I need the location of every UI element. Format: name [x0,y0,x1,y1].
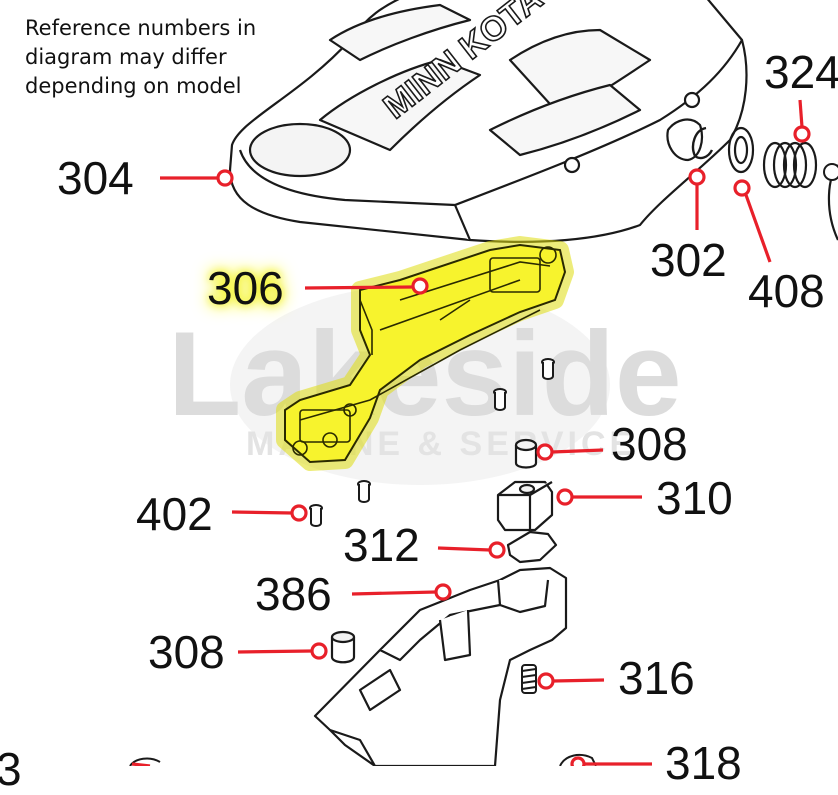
screw [357,480,371,503]
screw [493,388,507,411]
set-screw-part [521,664,537,694]
callout-316: 316 [618,652,695,704]
callout-partial: 3 [0,743,22,795]
callout-308: 308 [611,418,688,470]
bushing-part [514,438,538,469]
highlighted-bracket-306 [276,236,574,471]
callout-304: 304 [57,152,134,204]
washer-part [727,126,755,174]
callout-308: 308 [148,626,225,678]
lower-bracket-part [313,566,568,766]
callout-318: 318 [665,737,742,789]
partial-part [129,757,161,766]
spring-part [762,141,818,189]
screw [541,358,555,380]
screw [309,504,323,527]
callout-386: 386 [255,568,332,620]
leader-lines [131,99,811,766]
callout-408: 408 [748,265,825,317]
callout-402: 402 [136,488,213,540]
note-line: Reference numbers in [25,16,257,40]
exploded-parts-diagram: Lakeside MARINE & SERVICE MINN KOTA [129,0,838,766]
callout-310: 310 [656,472,733,524]
cam-block-part [496,480,554,532]
foot-pedal-housing [228,0,748,243]
bushing-part [330,630,356,664]
callout-324: 324 [764,46,838,98]
plate-part [506,530,558,564]
note-line: diagram may differ [25,45,227,69]
callout-312: 312 [343,519,420,571]
adjacent-part-cap [823,163,838,181]
screws [309,358,555,527]
callout-306: 306 [207,262,284,314]
note-line: depending on model [25,74,242,98]
reference-note: Reference numbers in diagram may differ … [25,14,265,101]
clip-part [691,126,714,160]
callout-302: 302 [650,234,727,286]
